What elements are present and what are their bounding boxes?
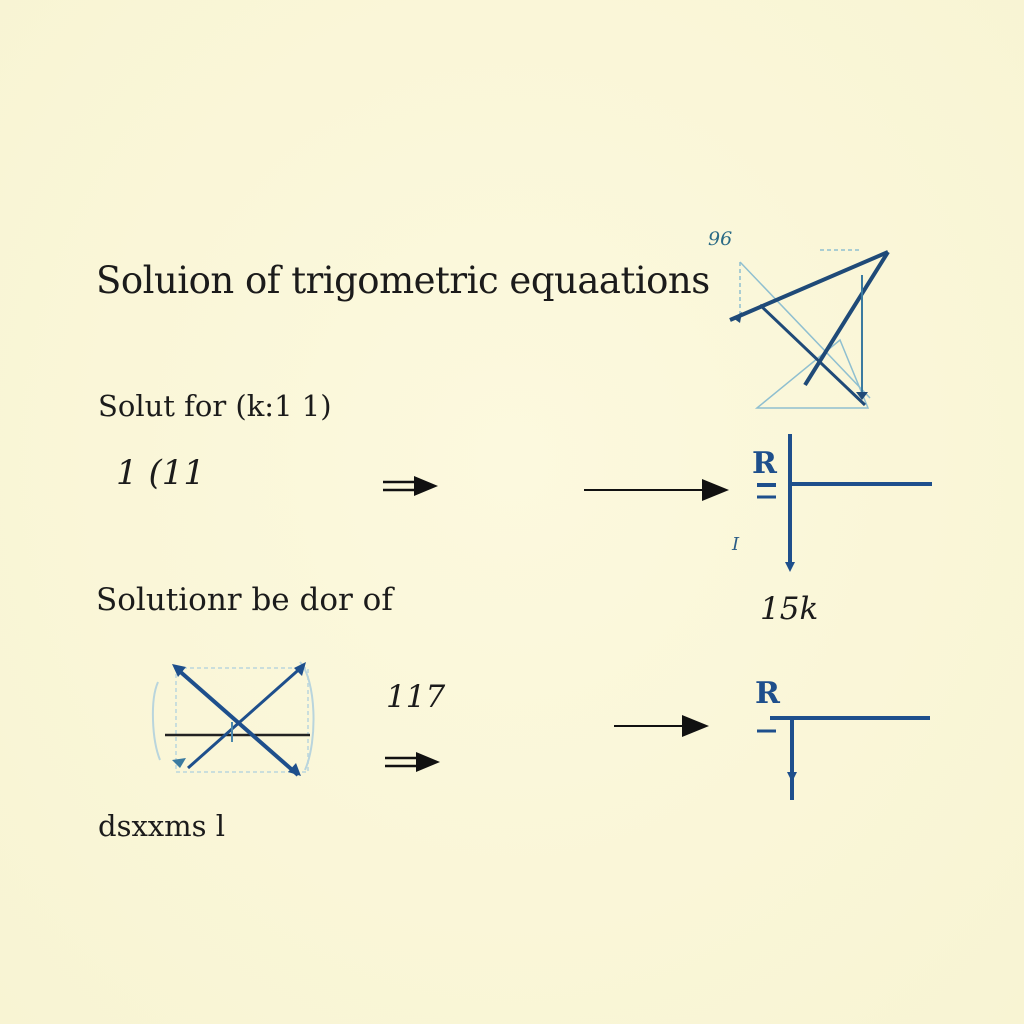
handwritten-label-c: 15k (760, 591, 819, 627)
long-arrow-top (584, 479, 729, 501)
axis-mark-i: I (732, 534, 740, 555)
subtitle-solve-for: Solut for (k:1 1) (98, 389, 332, 423)
axis-label-r-top: R (752, 446, 777, 481)
triangle-arrowhead-bottom (856, 392, 868, 400)
crossing-lines-diagram (151, 661, 315, 777)
triangle-guide-diagonal (739, 261, 871, 399)
handwritten-label-d: dsxxms l (98, 809, 226, 843)
implies-arrow-top (383, 476, 438, 496)
long-arrow-bottom (614, 715, 709, 737)
triangle-angle-label: 96 (708, 228, 733, 250)
triangle-arrowhead-left (733, 312, 742, 323)
implies-arrow-bottom (385, 752, 440, 772)
handwritten-label-a: 1 (11 (116, 453, 205, 493)
subtitle-solution: Solutionr be dor of (96, 582, 393, 618)
axis-diagram-bottom (757, 716, 930, 800)
handwritten-label-b: 117 (386, 679, 446, 715)
triangle-upper-edge (729, 250, 889, 322)
page-title: Soluion of trigometric equaations (96, 259, 710, 302)
triangle-cross-edge (758, 303, 867, 407)
axis-diagram-top (757, 434, 932, 572)
axis-label-r-bottom: R (755, 676, 780, 711)
triangle-base (754, 338, 870, 409)
triangle-sketch (729, 249, 890, 409)
